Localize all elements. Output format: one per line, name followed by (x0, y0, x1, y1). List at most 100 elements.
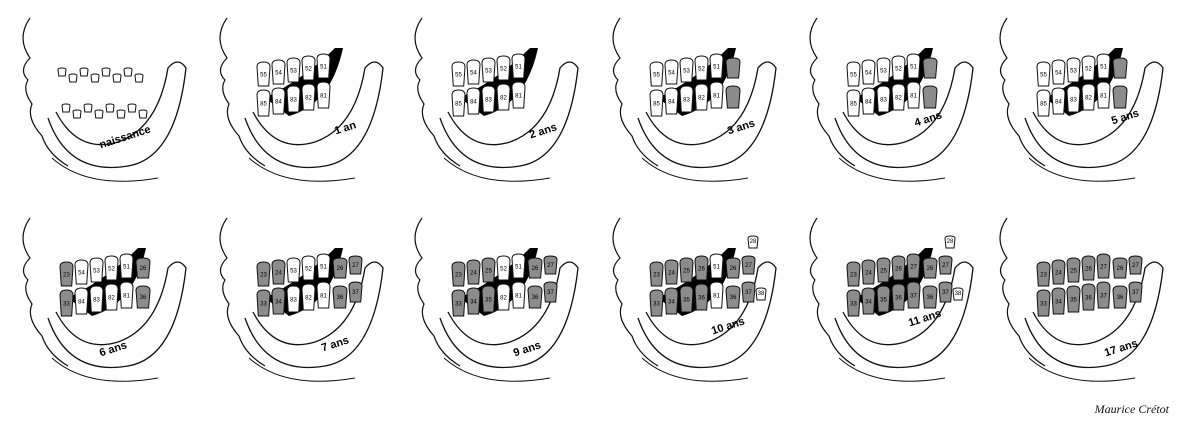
svg-text:54: 54 (470, 70, 477, 76)
svg-text:85: 85 (1040, 102, 1047, 108)
upper-tooth: 51 (120, 254, 133, 278)
lower-tooth: 37 (907, 282, 920, 308)
lower-tooth: 84 (665, 88, 678, 114)
svg-text:81: 81 (910, 94, 917, 100)
svg-text:38: 38 (955, 291, 962, 297)
svg-text:53: 53 (290, 268, 297, 274)
molar-upper (923, 58, 937, 78)
lower-tooth: 81 (120, 282, 133, 308)
svg-text:34: 34 (865, 300, 872, 306)
lower-tooth: 34 (665, 288, 678, 314)
upper-tooth: 51 (710, 54, 723, 78)
upper-tooth: 51 (512, 54, 525, 78)
upper-tooth: 52 (497, 56, 510, 80)
upper-tooth: 23 (257, 262, 270, 286)
jaw-panel: naissance (8, 8, 202, 198)
svg-text:53: 53 (290, 68, 297, 74)
tooth-germ (84, 104, 92, 112)
svg-text:34: 34 (275, 300, 282, 306)
upper-tooth: 55 (257, 62, 270, 86)
upper-tooth: 54 (665, 60, 678, 84)
upper-tooth: 52 (105, 256, 118, 280)
tooth-germ (117, 110, 125, 118)
svg-text:83: 83 (683, 98, 690, 104)
svg-text:37: 37 (1132, 290, 1139, 296)
third-molar-germ: 38 (756, 288, 766, 300)
tooth-germ (95, 110, 103, 118)
svg-text:53: 53 (683, 68, 690, 74)
svg-text:81: 81 (1100, 94, 1107, 100)
molar-upper-2: 27 (939, 256, 952, 274)
molar-upper (1113, 58, 1127, 78)
molar-lower: 36 (333, 286, 347, 308)
molar-lower (726, 86, 740, 108)
upper-tooth: 24 (665, 260, 678, 284)
upper-tooth: 51 (317, 54, 330, 78)
svg-text:55: 55 (455, 72, 462, 78)
svg-text:84: 84 (275, 100, 282, 106)
upper-tooth: 52 (302, 56, 315, 80)
upper-tooth: 27 (1097, 254, 1110, 278)
lower-tooth: 37 (1097, 282, 1110, 308)
svg-text:82: 82 (305, 96, 312, 102)
upper-tooth: 26 (892, 256, 905, 280)
svg-text:55: 55 (653, 72, 660, 78)
lower-tooth: 33 (257, 290, 270, 316)
svg-text:82: 82 (895, 96, 902, 102)
svg-text:36: 36 (337, 295, 344, 301)
tooth-germ (58, 68, 66, 76)
svg-text:26: 26 (337, 266, 344, 272)
molar-lower (1113, 86, 1127, 108)
lower-tooth: 33 (1037, 290, 1050, 316)
svg-text:27: 27 (942, 263, 949, 269)
svg-text:25: 25 (683, 268, 690, 274)
molar-upper-2: 27 (544, 256, 557, 274)
upper-tooth: 53 (287, 58, 300, 82)
svg-text:35: 35 (1070, 298, 1077, 304)
svg-text:81: 81 (713, 294, 720, 300)
upper-tooth: 54 (272, 60, 285, 84)
upper-tooth: 53 (877, 58, 890, 82)
upper-tooth: 25 (1067, 258, 1080, 282)
lower-tooth: 82 (302, 84, 315, 110)
svg-text:83: 83 (290, 298, 297, 304)
jaw-drawing: 2333243425352636273726362737 (985, 208, 1179, 398)
lower-tooth: 85 (1037, 90, 1050, 116)
upper-tooth: 24 (1052, 260, 1065, 284)
svg-text:52: 52 (1085, 66, 1092, 72)
lower-tooth: 84 (467, 88, 480, 114)
lower-tooth: 83 (877, 86, 890, 112)
tooth-germ (106, 104, 114, 112)
svg-text:85: 85 (653, 102, 660, 108)
molar-upper-2: 27 (1129, 256, 1142, 274)
svg-text:23: 23 (63, 272, 70, 278)
lower-tooth: 82 (1082, 84, 1095, 110)
svg-text:26: 26 (140, 266, 147, 272)
lower-tooth: 83 (287, 86, 300, 112)
upper-tooth: 53 (680, 58, 693, 82)
svg-text:36: 36 (730, 295, 737, 301)
svg-text:51: 51 (515, 264, 522, 270)
svg-text:85: 85 (850, 102, 857, 108)
svg-text:26: 26 (927, 266, 934, 272)
lower-tooth: 36 (892, 284, 905, 310)
molar-upper-2: 27 (742, 256, 755, 274)
upper-tooth: 51 (907, 54, 920, 78)
svg-text:51: 51 (713, 64, 720, 70)
svg-text:38: 38 (758, 291, 765, 297)
svg-text:85: 85 (260, 102, 267, 108)
svg-text:51: 51 (1100, 64, 1107, 70)
lower-tooth: 83 (90, 286, 103, 312)
svg-text:55: 55 (1040, 72, 1047, 78)
upper-tooth: 51 (512, 254, 525, 278)
molar-lower: 36 (528, 286, 542, 308)
upper-tooth: 55 (650, 62, 663, 86)
svg-text:82: 82 (108, 296, 115, 302)
svg-text:26: 26 (698, 266, 705, 272)
lower-tooth: 81 (317, 282, 330, 308)
tooth-germ (73, 110, 81, 118)
svg-text:25: 25 (485, 268, 492, 274)
molar-upper: 26 (1113, 258, 1127, 278)
lower-tooth: 85 (257, 90, 270, 116)
